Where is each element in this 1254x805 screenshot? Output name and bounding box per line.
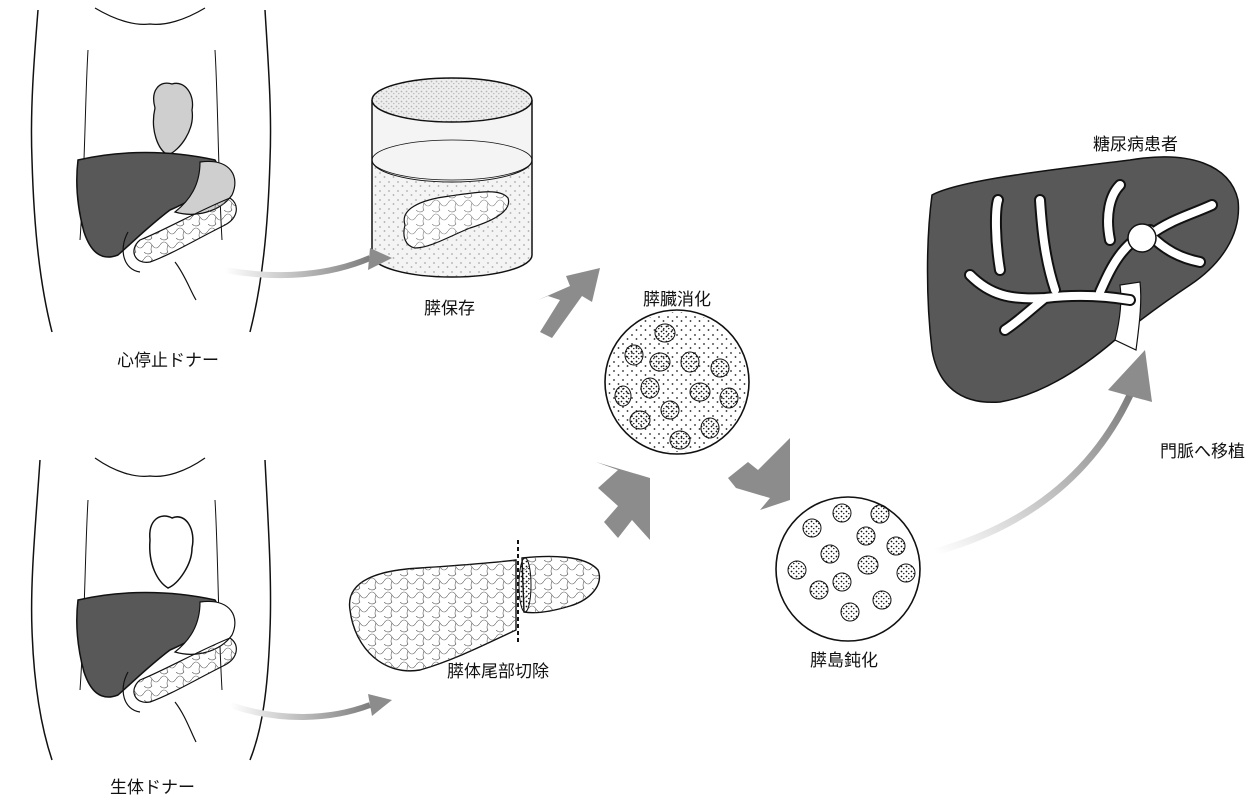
arrow-digestion-to-islets — [728, 438, 790, 510]
label-diabetic-patient: 糖尿病患者 — [1093, 130, 1178, 155]
label-islet-purification: 膵島鈍化 — [810, 646, 878, 671]
arrow-islets-to-liver — [935, 395, 1130, 552]
preservation-jar — [372, 78, 532, 277]
purified-islets-circle — [776, 497, 920, 641]
label-cardiac-donor: 心停止ドナー — [117, 346, 219, 371]
cardiac-death-donor-figure — [31, 8, 270, 332]
recipient-liver — [928, 157, 1239, 402]
resected-pancreas — [350, 540, 600, 671]
arrow-pancreas-to-digestion — [596, 462, 650, 540]
arrow-cardiac-to-jar — [225, 258, 370, 275]
digested-pancreas-circle — [605, 310, 749, 454]
heart-icon — [153, 83, 192, 155]
heart-icon-living — [150, 516, 193, 588]
arrow-head-living-to-pancreas — [368, 694, 392, 716]
label-distal-pancreatectomy: 膵体尾部切除 — [447, 657, 549, 682]
arrow-living-to-pancreas — [230, 705, 370, 717]
arrow-jar-to-digestion — [538, 268, 600, 338]
living-donor-figure — [32, 458, 271, 760]
label-pancreas-preservation: 膵保存 — [424, 294, 475, 319]
label-portal-vein-transplant: 門脈へ移植 — [1160, 437, 1245, 462]
arrow-head-islets-to-liver — [1108, 350, 1152, 402]
label-living-donor: 生体ドナー — [110, 773, 195, 798]
label-pancreas-digestion: 膵臓消化 — [643, 285, 711, 310]
